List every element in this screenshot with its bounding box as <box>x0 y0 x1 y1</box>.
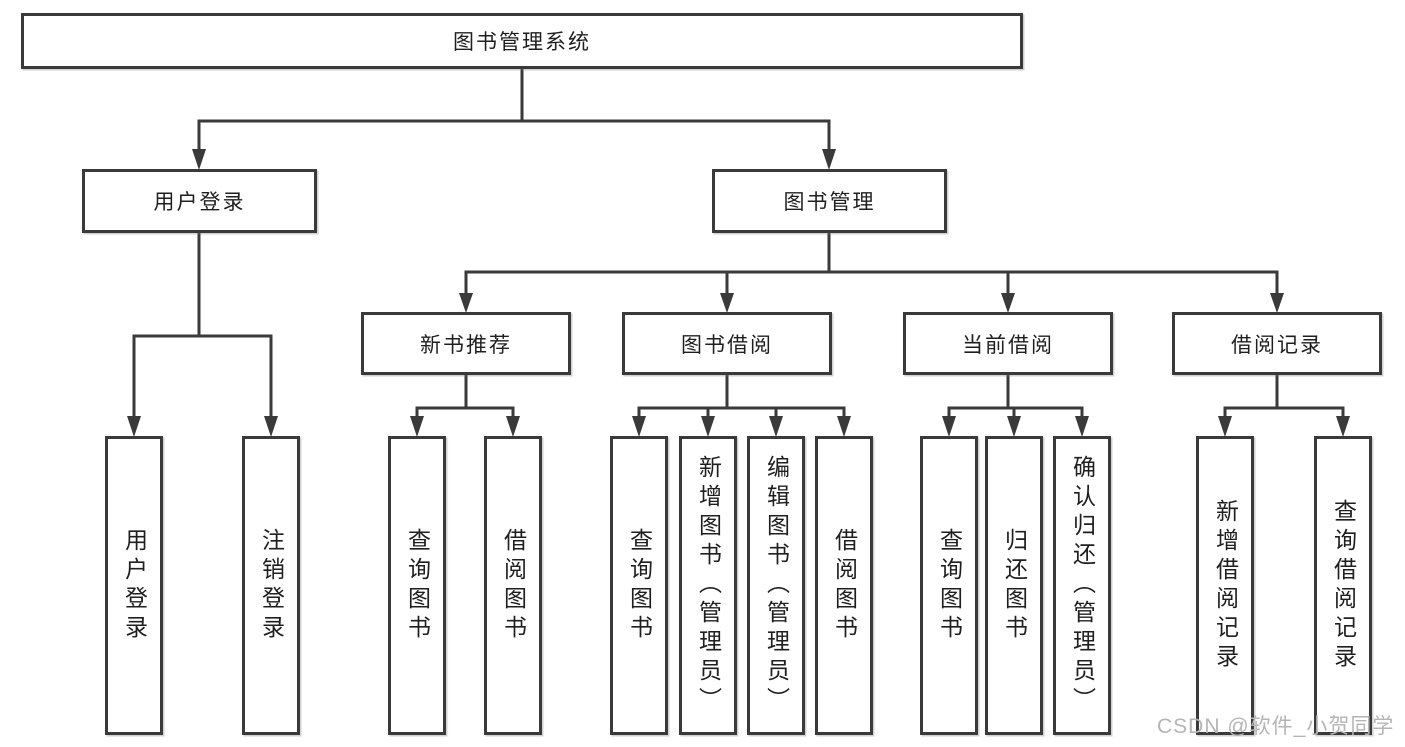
leaf-current-query-book: 查询图书 <box>920 436 978 735</box>
leaf-borrowing-edit-book-admin: 编辑图书（管理员） <box>747 436 805 735</box>
leaf-current-confirm-return-admin: 确认归还（管理员） <box>1053 436 1111 735</box>
node-borrowing-records: 借阅记录 <box>1172 312 1382 375</box>
node-library-system: 图书管理系统 <box>21 13 1023 69</box>
node-user-login: 用户登录 <box>82 169 317 233</box>
leaf-records-query-record: 查询借阅记录 <box>1314 436 1372 735</box>
node-current-borrowing: 当前借阅 <box>903 312 1113 375</box>
leaf-logout-login: 注销登录 <box>242 436 300 735</box>
leaf-recommend-borrow-book: 借阅图书 <box>484 436 542 735</box>
leaf-current-return-book: 归还图书 <box>985 436 1043 735</box>
leaf-user-login: 用户登录 <box>105 436 163 735</box>
leaf-recommend-query-book: 查询图书 <box>388 436 446 735</box>
csdn-watermark: CSDN @软件_小贺同学 <box>1157 715 1395 738</box>
leaf-records-add-record: 新增借阅记录 <box>1196 436 1254 735</box>
leaf-borrowing-borrow-book: 借阅图书 <box>815 436 873 735</box>
leaf-borrowing-add-book-admin: 新增图书（管理员） <box>679 436 737 735</box>
leaf-borrowing-query-book: 查询图书 <box>610 436 668 735</box>
node-book-borrowing: 图书借阅 <box>622 312 832 375</box>
node-book-management: 图书管理 <box>712 169 947 233</box>
node-new-book-recommend: 新书推荐 <box>361 312 571 375</box>
